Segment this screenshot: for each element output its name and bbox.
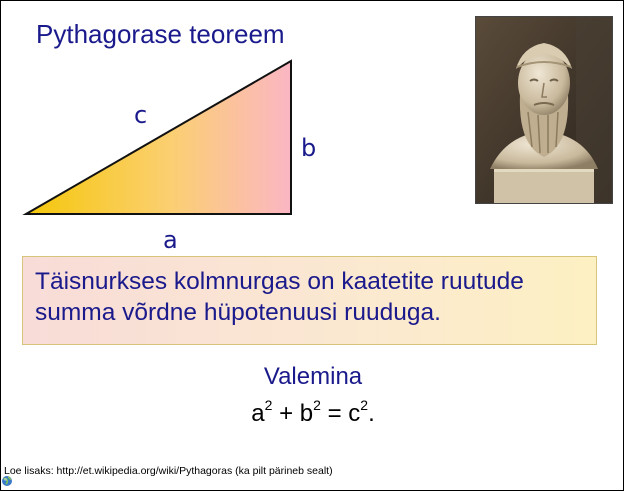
source-link-note[interactable]: Loe lisaks: http://et.wikipedia.org/wiki… [4, 465, 333, 477]
triangle-shape [22, 59, 292, 215]
pythagorean-formula: a2 + b2 = c2. [1, 397, 624, 428]
right-triangle [22, 59, 292, 215]
formula-plus: + [272, 400, 300, 427]
formula-term-a: a [251, 400, 265, 427]
formula-heading: Valemina [263, 363, 363, 390]
globe-icon[interactable] [1, 475, 13, 487]
formula-equals: = [320, 400, 349, 427]
bust-portrait-image [475, 16, 613, 204]
hypotenuse-label: c [134, 101, 148, 129]
formula-exponent-a: 2 [264, 397, 273, 413]
leg-b-label: b [301, 134, 317, 162]
theorem-statement-box: Täisnurkses kolmnurgas on kaatetite ruut… [22, 256, 597, 345]
formula-term-b: b [299, 400, 314, 427]
leg-a-label: a [163, 226, 178, 254]
theorem-statement-line-2: summa võrdne hüpotenuusi ruuduga. [35, 299, 441, 326]
slide-title: Pythagorase teoreem [36, 19, 285, 49]
formula-exponent-b: 2 [313, 397, 321, 413]
bust-portrait-drawing [476, 17, 612, 203]
theorem-statement-line-1: Täisnurkses kolmnurgas on kaatetite ruut… [35, 268, 524, 295]
formula-exponent-c: 2 [360, 397, 369, 413]
formula-term-c: c [348, 400, 361, 427]
formula-period: . [368, 400, 375, 427]
